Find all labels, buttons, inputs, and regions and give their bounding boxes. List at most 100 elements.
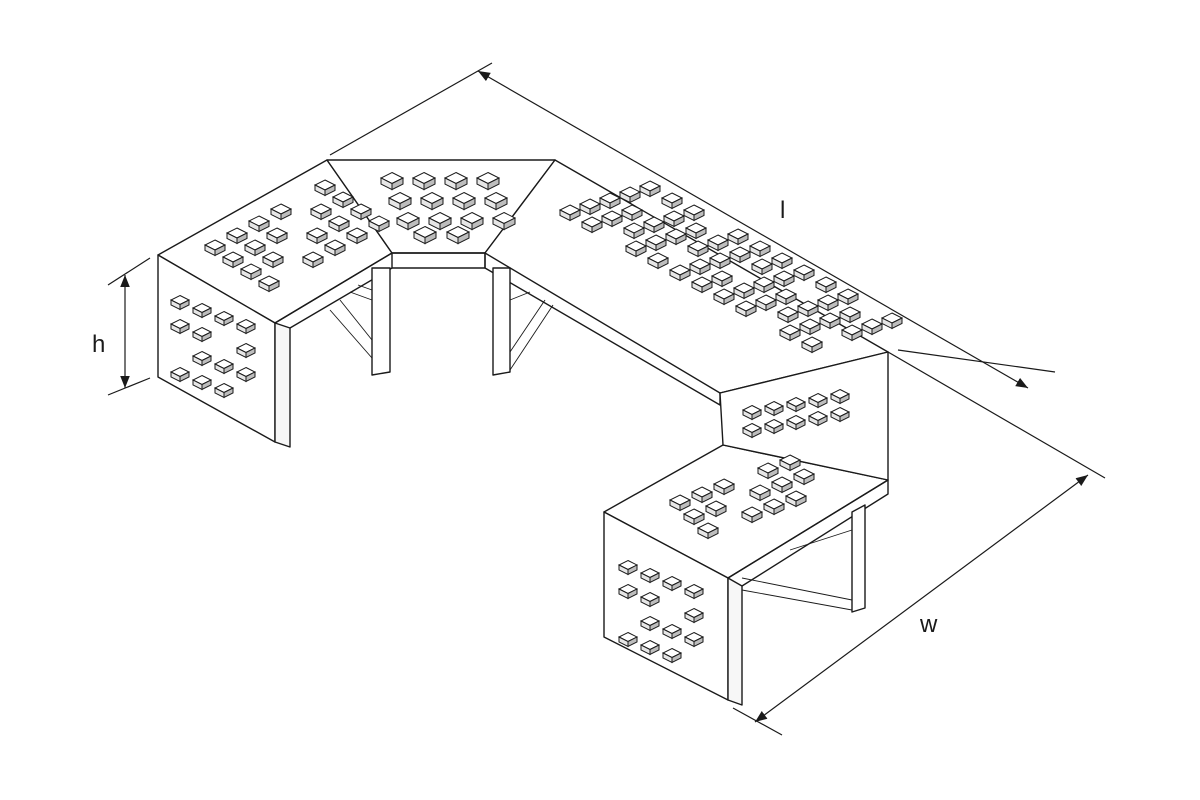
cube-cutout [829,406,851,423]
cube-cutout [225,227,249,245]
length-extension-line-left [329,62,493,156]
cube-cutout [191,302,213,319]
cube-cutout [690,486,714,504]
cube-cutout [684,222,708,240]
height-label: h [92,331,105,358]
cube-cutout [704,500,728,518]
cube-cutout [770,252,794,270]
cube-cutout [169,294,191,311]
cube-cutout [235,366,257,383]
cube-cutout [639,615,661,632]
cube-cutout [191,326,213,343]
cube-cutout [668,494,692,512]
cube-cutout [816,294,840,312]
cube-cutout [763,400,785,417]
cube-cutout [213,310,235,327]
cube-cutout [807,392,829,409]
cube-cutout [838,306,862,324]
width-dimension-line [754,474,1089,723]
cube-cutout [696,522,720,540]
cube-cutout [235,318,257,335]
length-dimension-line [477,70,1029,389]
cube-cutout [169,318,191,335]
cube-cutout [661,647,683,664]
cube-cutout [772,270,796,288]
cube-cutout [807,410,829,427]
cube-cutout [741,422,763,439]
cube-cutout [617,583,639,600]
cube-cutout [792,264,816,282]
cube-cutout [748,240,772,258]
cube-cutout [257,275,281,293]
cube-cutout [660,192,684,210]
cube-cutout [741,404,763,421]
cube-cutout [412,225,438,245]
cube-cutout [387,191,413,211]
height-extension-line-bottom [107,377,151,396]
cube-cutout [639,591,661,608]
front-end-panel-edge [727,577,743,706]
cube-cutout [261,251,285,269]
cube-cutout [763,418,785,435]
cube-cutout [661,623,683,640]
cube-cutout [785,414,807,431]
width-label: w [919,611,938,638]
cube-cutout [247,215,271,233]
cube-cutout [443,171,469,191]
cube-cutout [814,276,838,294]
cube-cutout [243,239,267,257]
cube-cutout [213,382,235,399]
cube-cutout [213,358,235,375]
cube-cutout [419,191,445,211]
support-leg-front [851,504,866,613]
cube-cutout [683,631,705,648]
cube-cutout [726,228,750,246]
cube-cutout [301,251,325,269]
cube-cutout [349,203,373,221]
cube-cutout [323,239,347,257]
width-extension-line-bottom [732,707,783,736]
cube-cutout [327,215,351,233]
cube-cutout [305,227,329,245]
cube-cutout [829,388,851,405]
cube-cutout [712,478,736,496]
cube-cutout [221,251,245,269]
cube-cutout [639,639,661,656]
cube-cutout [395,211,421,231]
cube-cutout [785,396,807,413]
cube-cutout [367,215,391,233]
cube-cutout [451,191,477,211]
cube-cutout [235,342,257,359]
cube-cutout [728,246,752,264]
cube-cutout [682,204,706,222]
cube-cutout [313,179,337,197]
cube-cutout [617,631,639,648]
seat-edge-left [274,252,393,329]
cube-cutout [203,239,227,257]
left-end-panel-edge [274,322,291,448]
cube-cutout [191,374,213,391]
cube-cutout [269,203,293,221]
cube-cutout [683,607,705,624]
cube-cutout [265,227,289,245]
cube-cutout [331,191,355,209]
cube-cutout [706,234,730,252]
cube-cutout [427,211,453,231]
height-extension-line-top [107,257,151,286]
cube-cutout [750,258,774,276]
length-label: l [780,197,785,224]
cube-cutout [345,227,369,245]
cube-cutout [617,559,639,576]
cube-cutout [445,225,471,245]
cube-cutout [880,312,904,330]
cube-cutout [309,203,333,221]
cube-cutout [778,454,802,472]
support-leg-left [371,267,391,376]
dimension-annotations: l h w [92,62,1106,736]
width-extension-line-top [887,351,1106,479]
cube-cutout [239,263,263,281]
cube-cutout [682,508,706,526]
seat-edge-middle [391,252,486,269]
